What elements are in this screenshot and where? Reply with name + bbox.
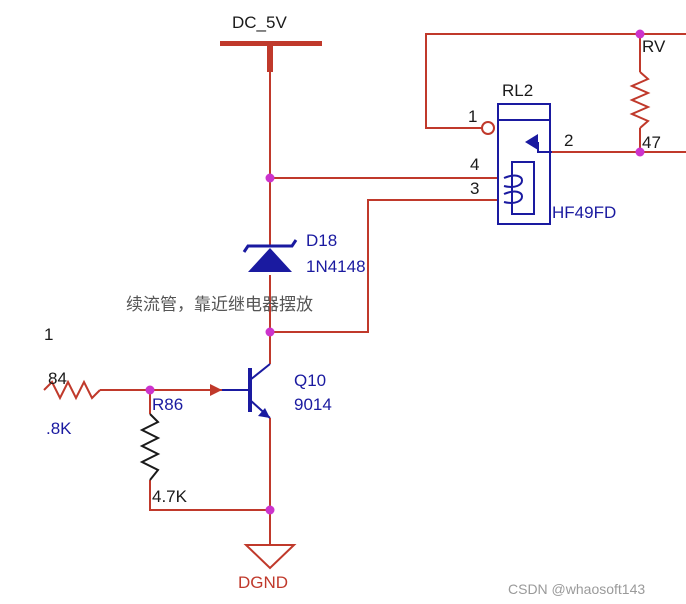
r86-resistor-symbol	[139, 413, 161, 481]
watermark-text: CSDN @whaosoft143	[508, 581, 645, 597]
r86-ref-label: R86	[152, 395, 183, 414]
wire-relay-pin1	[425, 33, 640, 129]
junction-dot	[265, 505, 275, 515]
diode-placement-annotation: 续流管，靠近继电器摆放	[126, 295, 313, 315]
left-resistor-ref-label: 84	[48, 369, 67, 388]
relay-part-label: HF49FD	[552, 203, 616, 222]
diode-ref-label: D18	[306, 231, 337, 250]
transistor-symbol	[210, 363, 271, 419]
relay-pin-1-label: 1	[468, 107, 477, 126]
ground-symbol	[243, 544, 297, 570]
wires	[100, 33, 686, 545]
junction-dot	[265, 173, 275, 183]
relay-pin-4-label: 4	[470, 155, 479, 174]
left-net-fragment-label: 1	[44, 325, 53, 344]
rv-value-label: 47	[642, 133, 661, 152]
junction-dot	[635, 147, 645, 157]
junction-dot	[635, 29, 645, 39]
left-resistor-value-label: .8K	[46, 419, 72, 438]
diode-symbol	[242, 178, 298, 272]
relay-symbol	[481, 103, 552, 225]
relay-pin-3-label: 3	[470, 179, 479, 198]
junction-dot	[145, 385, 155, 395]
transistor-ref-label: Q10	[294, 371, 326, 390]
r86-value-label: 4.7K	[152, 487, 188, 506]
rv-ref-label: RV	[642, 37, 666, 56]
diode-part-label: 1N4148	[306, 257, 366, 276]
transistor-part-label: 9014	[294, 395, 332, 414]
left-resistor-symbol	[43, 379, 101, 401]
power-rail-symbol	[220, 41, 322, 72]
wire-r86-bottom-to-gnd	[149, 480, 270, 511]
wire-pin3-to-collector	[270, 199, 498, 333]
junction-dots	[145, 29, 645, 515]
relay-ref-label: RL2	[502, 81, 533, 100]
junction-dot	[265, 327, 275, 337]
relay-pin-2-label: 2	[564, 131, 573, 150]
rv-resistor-symbol	[629, 71, 651, 129]
ground-label: DGND	[238, 573, 288, 592]
power-rail-label: DC_5V	[232, 13, 287, 32]
